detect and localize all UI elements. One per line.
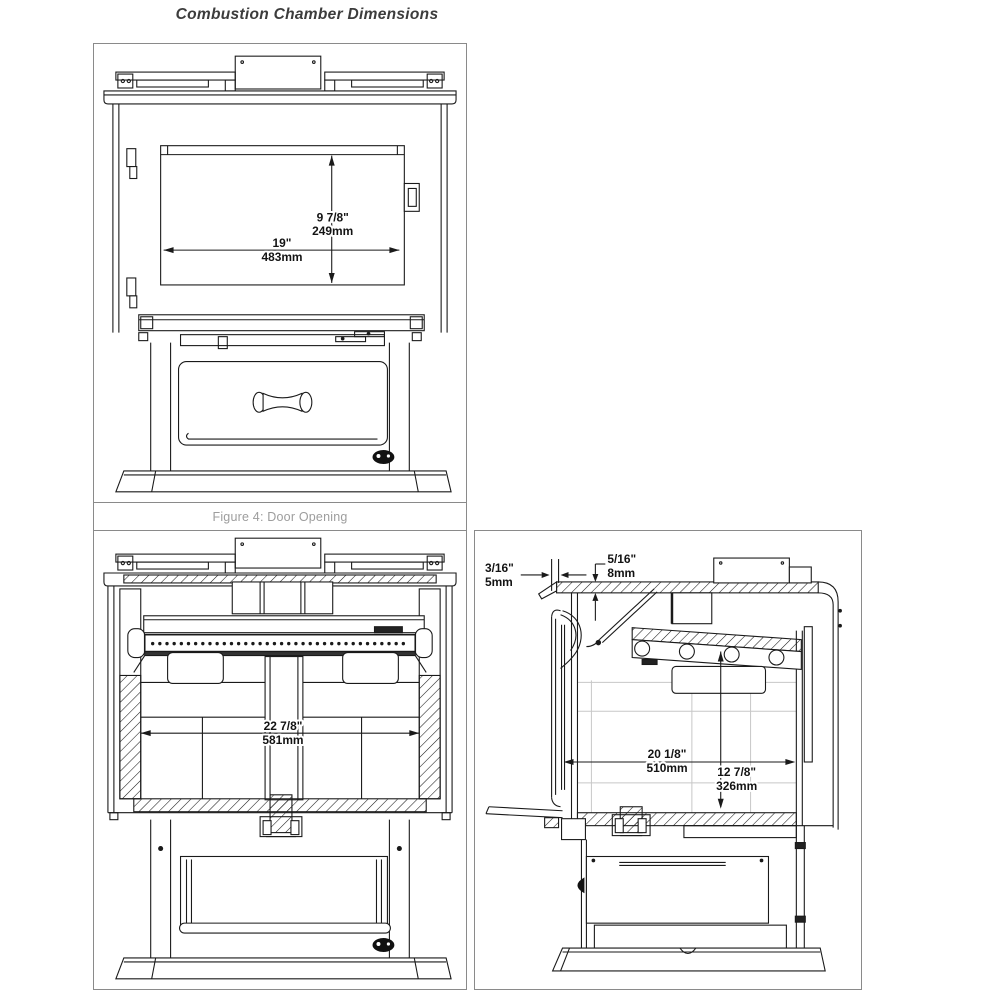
pedestal-base (115, 957, 452, 980)
ash-dump-plug (259, 794, 303, 838)
chamber-width-label-in: 22 7/8" (264, 719, 303, 733)
chamber-width-label-mm: 581mm (262, 733, 303, 747)
door-height-label-in: 9 7/8" (317, 210, 349, 224)
door-width-label-in: 19" (273, 236, 292, 250)
pedestal-base (115, 470, 452, 493)
door-hinges (126, 148, 138, 309)
firebricks (167, 652, 399, 684)
ash-dump-plug (611, 806, 651, 837)
figure4-caption: Figure 4: Door Opening (212, 509, 348, 524)
page-title: Combustion Chamber Dimensions (175, 6, 439, 23)
chamber-height-label-mm: 326mm (716, 779, 757, 793)
ash-lip (485, 806, 586, 841)
top-gap-label-in: 3/16" (485, 561, 514, 575)
chamber-depth-label-in: 20 1/8" (648, 747, 687, 761)
secondary-air-tube (127, 615, 433, 673)
flue-baffle-box (231, 581, 334, 615)
center-divider (264, 656, 304, 801)
chamber-depth-label-mm: 510mm (646, 761, 687, 775)
damper-knob-icon (372, 450, 395, 464)
damper-knob-icon (577, 877, 585, 894)
top-gap-dimension (520, 559, 587, 591)
chamber-height-label-in: 12 7/8" (717, 765, 756, 779)
pedestal-legs (150, 819, 410, 958)
ash-drawer (177, 360, 388, 446)
chamber-width-dimension (140, 730, 420, 737)
door-height-label-mm: 249mm (312, 224, 353, 238)
pedestal-legs (150, 342, 410, 472)
door-latch (403, 182, 420, 212)
stove-side-section-drawing: 3/16" 5mm 5/16" 8mm (483, 550, 842, 972)
glass-door-side (551, 588, 658, 830)
top-lip-label-mm: 8mm (607, 566, 635, 580)
chamber-height-dimension (717, 651, 724, 809)
figure4-caption-band: Figure 4: Door Opening (93, 502, 467, 531)
stove-top-assembly (103, 55, 457, 105)
ash-drawer-opening (178, 855, 391, 934)
side-cross-section-panel: 3/16" 5mm 5/16" 8mm (474, 530, 862, 990)
top-lip-label-in: 5/16" (607, 552, 636, 566)
door-height-dimension (328, 155, 335, 283)
baffle-and-air-tubes (631, 627, 802, 694)
stove-top-assembly (103, 537, 457, 587)
damper-knob-icon (372, 938, 395, 952)
pedestal-base (551, 947, 826, 972)
top-gap-label-mm: 5mm (485, 575, 513, 589)
stove-front-section-drawing: 22 7/8" 581mm (103, 537, 457, 980)
interior-panel-lines (577, 680, 797, 813)
top-lip-dimension (592, 563, 606, 621)
door-width-label-mm: 483mm (261, 250, 302, 264)
front-cross-section-panel: 22 7/8" 581mm (93, 530, 467, 990)
stove-front-view-drawing: 9 7/8" 249mm 19" 483mm (103, 55, 457, 493)
bottom-trim (138, 314, 425, 350)
door-width-dimension (163, 247, 400, 254)
flue-collar (670, 557, 812, 625)
door-opening (160, 145, 405, 286)
figure4-door-opening-panel: 9 7/8" 249mm 19" 483mm (93, 43, 467, 503)
stove-body-sides (112, 103, 448, 333)
stove-body-sides (107, 585, 453, 813)
chamber-depth-dimension (563, 759, 796, 765)
pedestal-side (580, 825, 806, 949)
